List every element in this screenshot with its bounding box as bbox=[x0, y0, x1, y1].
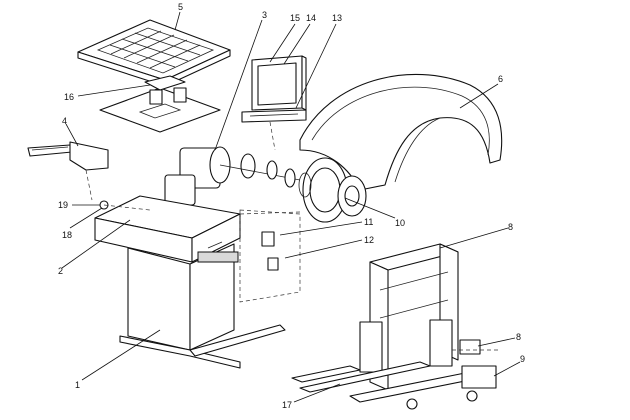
holder-bracket-part bbox=[27, 141, 109, 201]
label-18: 18 bbox=[62, 230, 72, 240]
label-4: 4 bbox=[62, 116, 67, 126]
label-8-top: 8 bbox=[508, 222, 513, 232]
wheel-hub-part bbox=[298, 157, 367, 223]
label-9: 9 bbox=[520, 354, 525, 364]
shaft-unit-part bbox=[164, 146, 301, 206]
callout-labels: 5 16 3 4 15 14 13 6 10 11 12 8 8 9 17 19… bbox=[58, 2, 525, 410]
label-13: 13 bbox=[332, 13, 342, 23]
label-3: 3 bbox=[262, 10, 267, 20]
tray-part bbox=[77, 19, 231, 87]
tray-compartments bbox=[96, 27, 215, 74]
label-11: 11 bbox=[364, 217, 373, 227]
label-8-bottom: 8 bbox=[516, 332, 521, 342]
label-1: 1 bbox=[75, 380, 80, 390]
label-2: 2 bbox=[58, 266, 63, 276]
lift-frame-part bbox=[291, 243, 500, 410]
side-panel-part bbox=[239, 209, 301, 303]
label-16: 16 bbox=[64, 92, 74, 102]
label-10: 10 bbox=[395, 218, 405, 228]
label-5: 5 bbox=[178, 2, 183, 12]
label-12: 12 bbox=[364, 235, 374, 245]
cabinet-part bbox=[94, 195, 301, 369]
tray-bracket-part bbox=[99, 75, 221, 133]
label-17: 17 bbox=[282, 400, 292, 410]
leader-lines bbox=[61, 11, 521, 403]
label-19: 19 bbox=[58, 200, 68, 210]
label-15: 15 bbox=[290, 13, 300, 23]
monitor-part bbox=[241, 55, 307, 151]
label-14: 14 bbox=[306, 13, 316, 23]
label-6: 6 bbox=[498, 74, 503, 84]
